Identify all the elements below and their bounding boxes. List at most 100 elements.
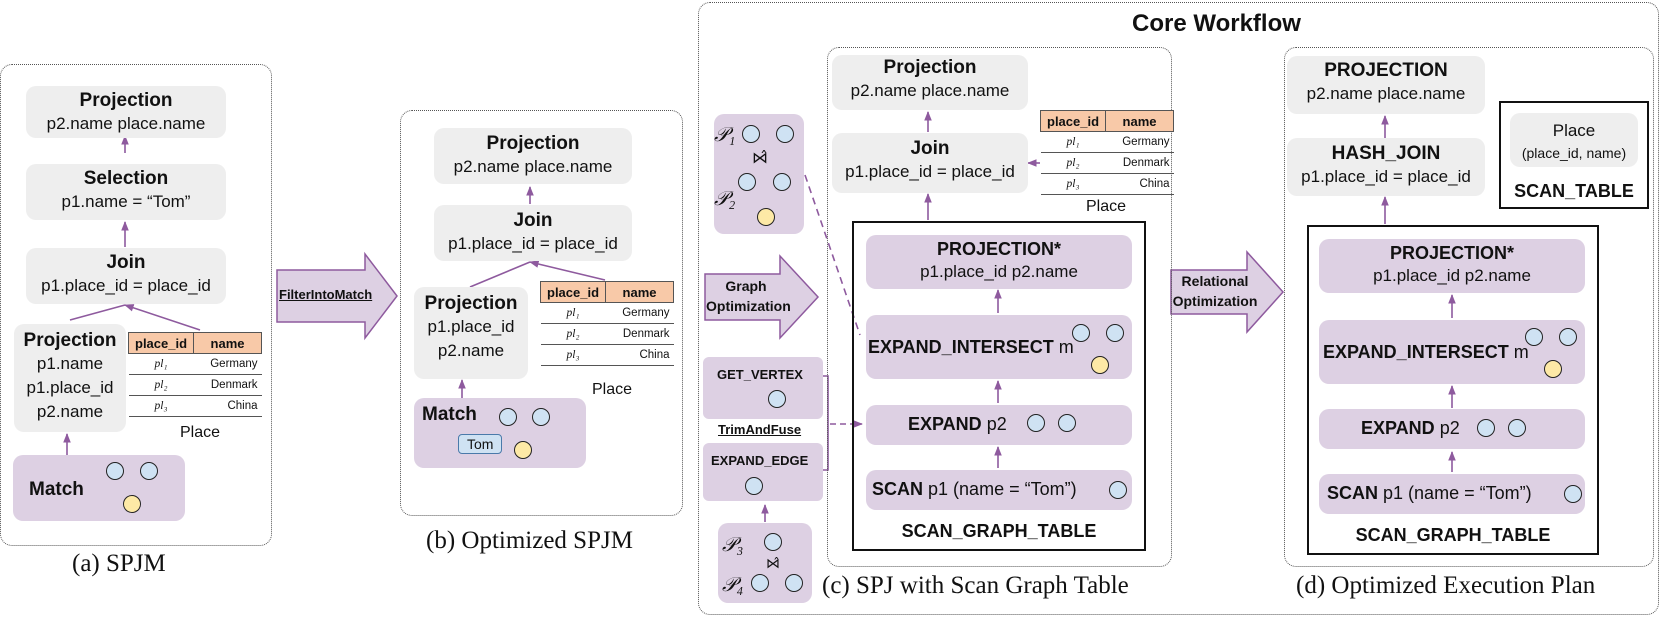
d-expand-box: EXPAND p2 (1319, 409, 1585, 449)
vertex-icon (1544, 360, 1562, 378)
c-place-label: Place (1085, 198, 1127, 215)
arrow-b-proj-join (469, 261, 531, 288)
c-caption: (c) SPJ with Scan Graph Table (822, 572, 1129, 599)
vertex-icon (140, 462, 158, 480)
graph-opt-line1: Graph (725, 278, 767, 294)
vertex-icon (776, 125, 794, 143)
b-projection-detail: p2.name place.name (453, 157, 613, 176)
c-projection-star-box: PROJECTION* p1.place_id p2.name (866, 235, 1132, 289)
vertex-icon (773, 173, 791, 191)
b-place-label: Place (591, 381, 633, 398)
vertex-icon (1027, 414, 1045, 432)
get-vertex-box: GET_VERTEX (703, 357, 823, 419)
vertex-icon (1564, 485, 1582, 503)
b-join-detail: p1.place_id = place_id (448, 234, 618, 253)
d-scan-box: SCAN p1 (name = “Tom”) (1319, 474, 1585, 514)
vertex-icon (532, 408, 550, 426)
vertex-icon (1559, 328, 1577, 346)
a-projection-left-line1: p1.name (36, 354, 104, 373)
b-match-box: Match (414, 398, 586, 468)
vertex-icon (738, 173, 756, 191)
d-scan-table-label: SCAN_TABLE (1514, 181, 1634, 201)
a-selection-title: Selection (83, 168, 169, 189)
d-scan-suffix: p1 (name = “Tom”) (1383, 483, 1532, 503)
c-scan-label: SCAN p1 (name = “Tom”) (872, 479, 1077, 500)
expand-edge-label: EXPAND_EDGE (711, 453, 809, 468)
vertex-icon (1058, 414, 1076, 432)
a-selection-detail: p1.name = “Tom” (61, 192, 191, 211)
arrow-a-table-join (124, 304, 201, 331)
c-join-detail: p1.place_id = place_id (845, 162, 1015, 181)
c-projection-box: Projection p2.name place.name (832, 55, 1028, 110)
p4-label: 𝒫₄ (722, 574, 744, 596)
c-expand-suffix: p2 (986, 414, 1007, 434)
a-caption: (a) SPJM (72, 550, 166, 577)
fat-arrow-relational-opt (1170, 250, 1285, 334)
vertex-icon (1477, 419, 1495, 437)
vertex-icon (123, 495, 141, 513)
a-match-box: Match (13, 455, 185, 521)
fat-arrow-graph-opt (704, 254, 820, 340)
table-header: place_id (127, 332, 195, 354)
panel-a (0, 64, 272, 546)
d-scan-table-box (1499, 101, 1649, 209)
vertex-icon (768, 390, 786, 408)
a-projection-left-title: Projection (23, 330, 117, 351)
c-projection-star-title: PROJECTION* (936, 239, 1062, 259)
graph-opt-line2: Optimization (706, 298, 791, 314)
vertex-icon (764, 533, 782, 551)
d-projection-title: PROJECTION (1324, 60, 1448, 81)
relational-opt-line1: Relational (1181, 273, 1249, 289)
c-scan-title: SCAN (872, 479, 924, 499)
join-symbol: ⋈̂ (766, 555, 780, 571)
d-projection-star-title: PROJECTION* (1389, 243, 1515, 263)
b-caption: (b) Optimized SPJM (426, 527, 633, 554)
vertex-icon (106, 462, 124, 480)
table-header: name (1105, 110, 1175, 132)
d-scan-graph-table-label: SCAN_GRAPH_TABLE (1355, 525, 1551, 545)
table-header: name (193, 332, 263, 354)
relational-opt-line2: Optimization (1172, 293, 1258, 309)
d-place-title: Place (1552, 121, 1596, 140)
dash-p1p2-ei (804, 174, 861, 336)
d-scan-label: SCAN p1 (name = “Tom”) (1327, 483, 1532, 504)
trim-and-fuse-label: TrimAndFuse (718, 422, 802, 437)
vertex-icon (742, 125, 760, 143)
d-projection-star-detail: p1.place_id p2.name (1373, 266, 1531, 285)
a-join-title: Join (106, 252, 146, 273)
d-expand-title: EXPAND (1361, 418, 1435, 438)
c-expand-intersect-title: EXPAND_INTERSECT (868, 337, 1054, 357)
d-place-box: Place (place_id, name) (1510, 113, 1638, 167)
d-hash-join-box: HASH_JOIN p1.place_id = place_id (1287, 138, 1485, 196)
b-projection-title: Projection (486, 133, 580, 154)
c-scan-box: SCAN p1 (name = “Tom”) (866, 470, 1132, 510)
c-scan-graph-table-box (852, 221, 1146, 551)
c-join-box: Join p1.place_id = place_id (832, 133, 1028, 193)
get-vertex-label: GET_VERTEX (717, 367, 803, 382)
graph-opt-label: Graph Optimization (706, 276, 791, 316)
d-projection-box: PROJECTION p2.name place.name (1287, 56, 1485, 114)
a-projection-left-line3: p2.name (36, 402, 104, 421)
vertex-icon (757, 208, 775, 226)
d-expand-intersect-suffix: m (1513, 342, 1529, 362)
b-match-label: Match (422, 404, 477, 425)
trim-bracket (822, 375, 829, 471)
b-projection-left-line1: p1.place_id (427, 317, 515, 336)
a-projection-title: Projection (79, 90, 173, 111)
b-projection-box: Projection p2.name place.name (434, 128, 632, 184)
a-projection-detail: p2.name place.name (46, 114, 206, 133)
a-match-label: Match (29, 479, 84, 500)
d-expand-label: EXPAND p2 (1361, 418, 1460, 439)
d-hash-join-detail: p1.place_id = place_id (1301, 167, 1471, 186)
c-expand-intersect-label: EXPAND_INTERSECT m (868, 337, 1074, 358)
p1-label: 𝒫₁ (714, 124, 736, 146)
join-symbol: ⋈̂ (752, 150, 768, 167)
a-projection-box: Projection p2.name place.name (26, 86, 226, 138)
